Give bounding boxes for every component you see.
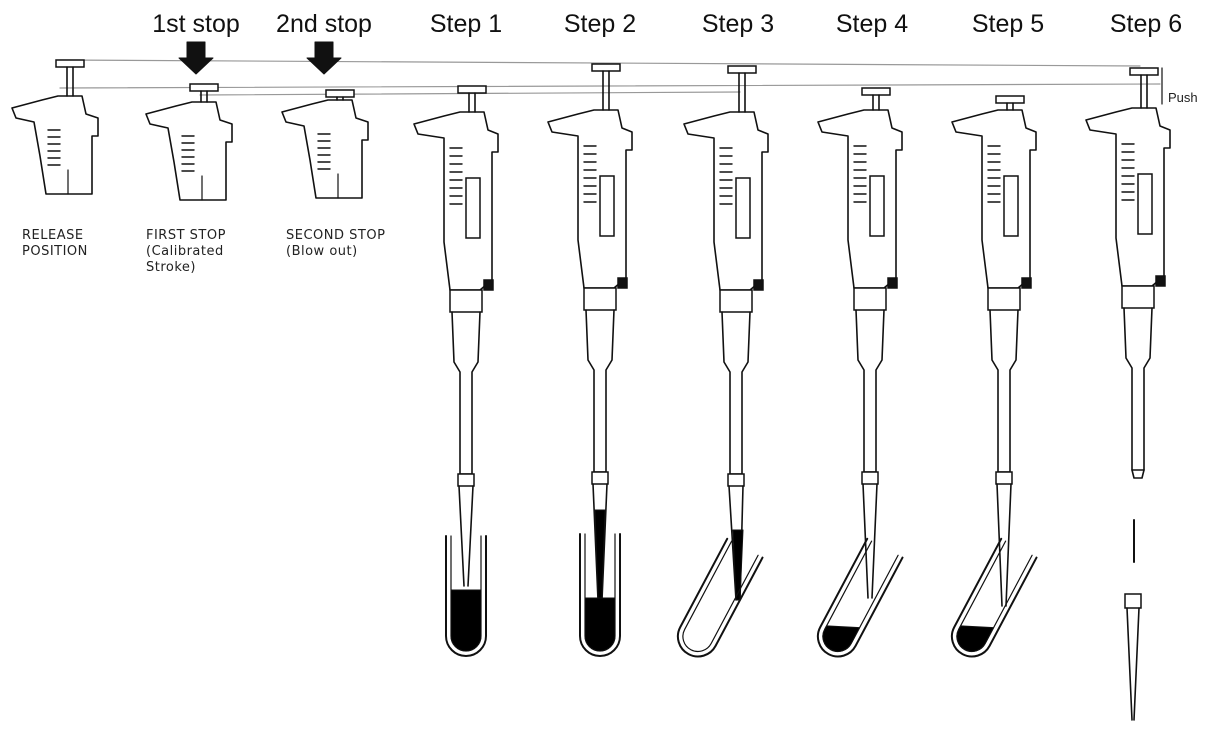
pipette-body-outline xyxy=(12,96,98,194)
pipette-step-illustration xyxy=(548,64,632,600)
second-stop-arrow-icon xyxy=(307,42,341,74)
liquid-in-tip xyxy=(595,510,605,600)
pipette-body-outline xyxy=(818,110,902,288)
ejector-button xyxy=(1156,276,1165,286)
shaft-collar xyxy=(450,290,482,312)
shaft-collar xyxy=(854,288,886,310)
tube-outer xyxy=(811,539,903,664)
heading-second-stop: 2nd stop xyxy=(276,10,372,39)
ejector-button xyxy=(618,278,627,288)
heading-step-1: Step 1 xyxy=(430,10,502,39)
pipette-shaft xyxy=(586,310,614,472)
test-tube-tilted xyxy=(671,539,763,664)
plunger-button xyxy=(56,60,84,67)
plunger-button xyxy=(592,64,620,71)
pipette-shaft xyxy=(990,310,1018,472)
caption-release-line-1: RELEASE xyxy=(22,228,88,244)
ejector-button xyxy=(754,280,763,290)
heading-first-stop: 1st stop xyxy=(152,10,240,39)
pipette-stop-illustration xyxy=(12,60,98,194)
plunger-button xyxy=(458,86,486,93)
ejector-button xyxy=(1022,278,1031,288)
pipette-shaft xyxy=(452,312,480,474)
test-tube-tilted xyxy=(945,539,1037,664)
caption-first-stop-line-1: FIRST STOP xyxy=(146,228,226,244)
tip-collar xyxy=(592,472,608,484)
heading-step-3: Step 3 xyxy=(702,10,774,39)
volume-window xyxy=(1004,176,1018,236)
pipette-step-illustration xyxy=(684,66,768,600)
tube-outer xyxy=(945,539,1037,664)
ejected-tip xyxy=(1125,520,1141,720)
shaft-collar xyxy=(584,288,616,310)
plunger-button xyxy=(862,88,890,95)
pipette-body-outline xyxy=(1086,108,1170,286)
pipette-body-outline xyxy=(282,100,368,198)
tip-collar xyxy=(728,474,744,486)
pipette-stop-illustration xyxy=(282,90,368,198)
ejected-tip-collar xyxy=(1125,594,1141,608)
caption-first-stop-line-3: Stroke) xyxy=(146,260,226,276)
pipette-tip xyxy=(459,486,473,586)
plunger-button xyxy=(190,84,218,91)
pipette-body-outline xyxy=(414,112,498,290)
volume-window xyxy=(870,176,884,236)
pipette-body-outline xyxy=(146,102,232,200)
caption-second-stop-line-1: SECOND STOP xyxy=(286,228,385,244)
pipette-step-illustration xyxy=(414,86,498,586)
ejected-tip-body xyxy=(1127,608,1139,720)
plunger-button xyxy=(996,96,1024,103)
caption-release-line-2: POSITION xyxy=(22,244,88,260)
tip-collar xyxy=(458,474,474,486)
pipette-step-illustration xyxy=(952,96,1036,606)
volume-window xyxy=(1138,174,1152,234)
first-stop-guide-line xyxy=(60,84,1160,88)
volume-window xyxy=(600,176,614,236)
caption-second-stop: SECOND STOP (Blow out) xyxy=(286,228,385,260)
pipette-body-outline xyxy=(548,110,632,288)
test-tube-tilted xyxy=(811,539,903,664)
caption-release-position: RELEASE POSITION xyxy=(22,228,88,260)
tip-collar xyxy=(862,472,878,484)
volume-window xyxy=(736,178,750,238)
caption-second-stop-line-2: (Blow out) xyxy=(286,244,385,260)
pipette-step-illustration xyxy=(818,88,902,598)
heading-step-5: Step 5 xyxy=(972,10,1044,39)
heading-step-2: Step 2 xyxy=(564,10,636,39)
pipette-shaft xyxy=(856,310,884,472)
pipette-body-outline xyxy=(684,112,768,290)
tube-outer xyxy=(671,539,763,664)
push-label: Push xyxy=(1168,90,1198,105)
shaft-collar xyxy=(988,288,1020,310)
ejector-button xyxy=(484,280,493,290)
plunger-button xyxy=(1130,68,1158,75)
pipette-shaft xyxy=(722,312,750,474)
caption-first-stop: FIRST STOP (Calibrated Stroke) xyxy=(146,228,226,276)
tip-cone xyxy=(1132,470,1144,478)
test-tube-upright xyxy=(446,536,486,656)
shaft-collar xyxy=(720,290,752,312)
tip-collar xyxy=(996,472,1012,484)
pipette-step-illustration xyxy=(1086,68,1170,478)
ejector-button xyxy=(888,278,897,288)
plunger-button xyxy=(326,90,354,97)
volume-window xyxy=(466,178,480,238)
caption-first-stop-line-2: (Calibrated xyxy=(146,244,226,260)
liquid-in-tip xyxy=(733,530,743,600)
pipette-shaft xyxy=(1124,308,1152,470)
plunger-button xyxy=(728,66,756,73)
tube-liquid xyxy=(585,598,615,651)
first-stop-arrow-icon xyxy=(179,42,213,74)
pipette-body-outline xyxy=(952,110,1036,288)
heading-step-6: Step 6 xyxy=(1110,10,1182,39)
pipette-stop-illustration xyxy=(146,84,232,200)
heading-step-4: Step 4 xyxy=(836,10,908,39)
tube-liquid xyxy=(451,590,481,651)
tube-inner xyxy=(678,541,758,657)
shaft-collar xyxy=(1122,286,1154,308)
